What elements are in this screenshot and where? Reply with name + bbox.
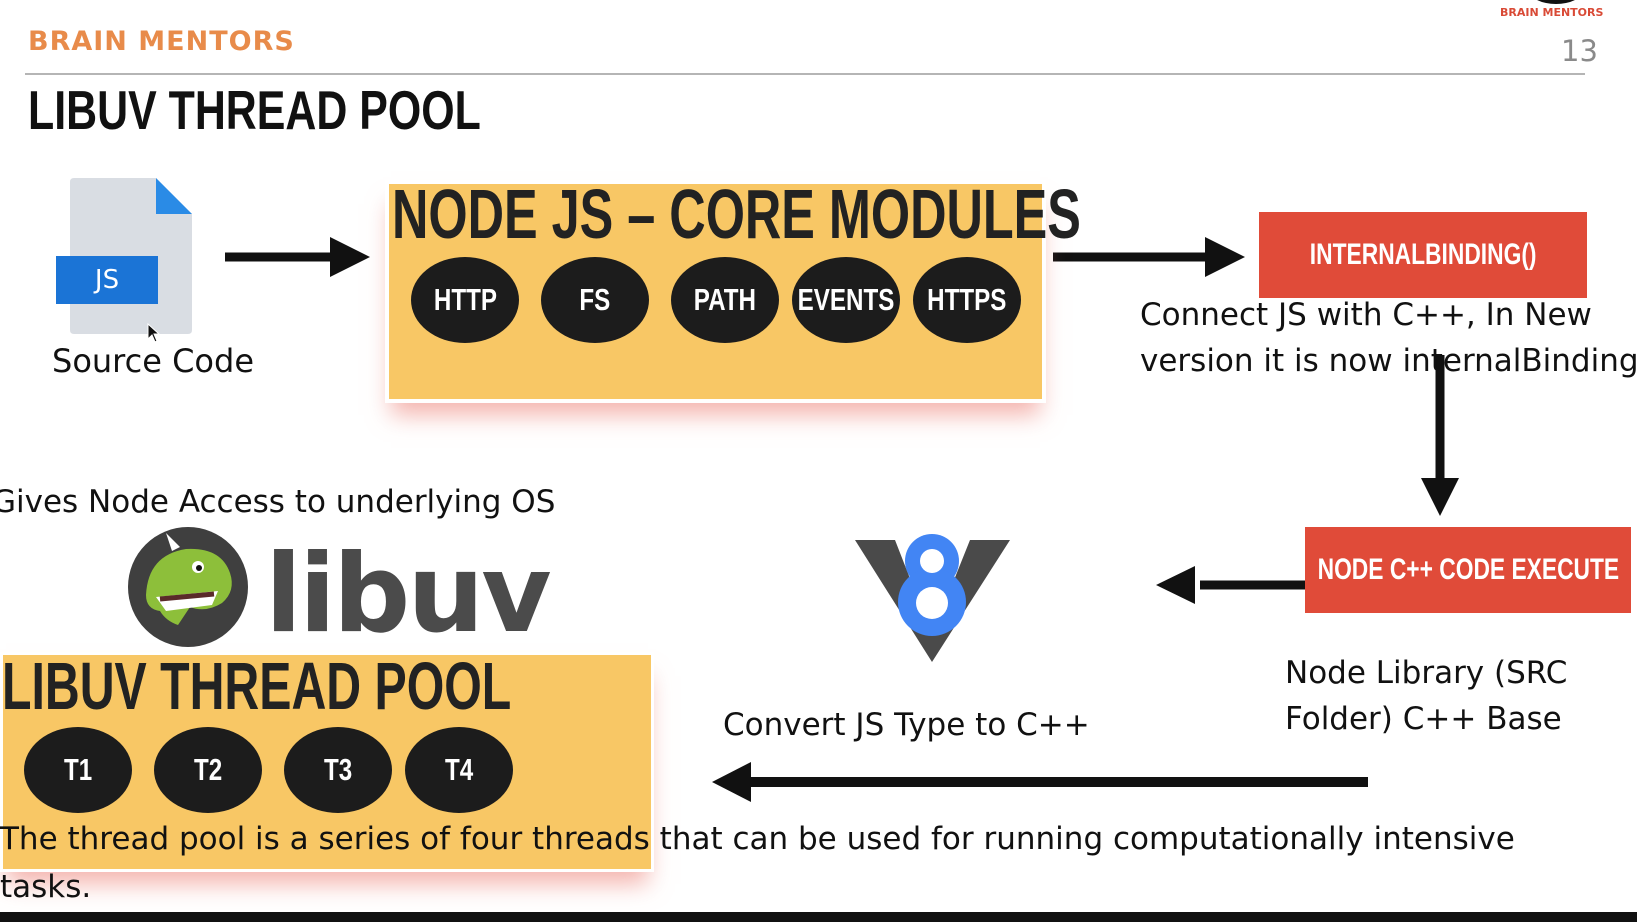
libuv-wordmark: libuv: [265, 532, 552, 657]
module-http: HTTP: [411, 257, 519, 343]
cpp-execute-box: NODE C++ CODE EXECUTE: [1305, 527, 1631, 613]
bottom-bar: [0, 912, 1637, 922]
arrow-execute-to-v8: [1156, 566, 1305, 604]
slide-number: 13: [1561, 34, 1598, 68]
page-title: LIBUV THREAD POOL: [28, 79, 481, 141]
thread-pool-description: The thread pool is a series of four thre…: [0, 821, 1515, 905]
thread-pool-title: LIBUV THREAD POOL: [2, 649, 512, 724]
brand-name: BRAIN MENTORS: [28, 26, 295, 57]
module-events: EVENTS: [792, 257, 900, 343]
corner-logo: BRAIN MENTORS: [1500, 6, 1604, 19]
module-path: PATH: [671, 257, 779, 343]
v8-logo-icon: [855, 534, 1010, 662]
arrow-v8-to-threadpool: [712, 762, 1368, 802]
thread-t2: T2: [154, 727, 262, 813]
v8-caption: Convert JS Type to C++: [723, 707, 1090, 743]
js-badge: JS: [56, 256, 158, 304]
header-divider: [25, 73, 1585, 75]
module-fs: FS: [541, 257, 649, 343]
core-modules-title: NODE JS – CORE MODULES: [392, 175, 1081, 253]
internal-binding-description: Connect JS with C++, In New version it i…: [1140, 297, 1637, 379]
js-file-icon: JS: [56, 176, 192, 336]
thread-t3: T3: [284, 727, 392, 813]
libuv-caption: Gives Node Access to underlying OS: [0, 484, 556, 520]
corner-logo-mark: [1530, 0, 1582, 4]
mouse-cursor-icon: [147, 323, 161, 343]
node-library-description: Node Library (SRC Folder) C++ Base: [1285, 655, 1568, 737]
arrow-core-to-binding: [1053, 237, 1245, 277]
thread-t1: T1: [24, 727, 132, 813]
internal-binding-box: INTERNALBINDING(): [1259, 212, 1587, 298]
module-https: HTTPS: [913, 257, 1021, 343]
source-code-label: Source Code: [52, 342, 254, 380]
arrow-source-to-core: [225, 237, 370, 277]
arrow-binding-to-execute: [1421, 355, 1459, 516]
thread-t4: T4: [405, 727, 513, 813]
libuv-dino-logo-icon: [128, 527, 248, 647]
